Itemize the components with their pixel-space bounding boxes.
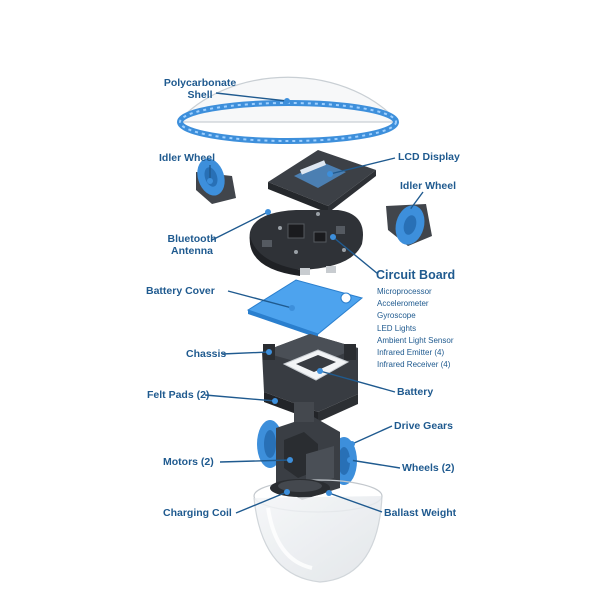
lcd-display [268,150,376,213]
component-item: Microprocessor [377,287,432,296]
label-wheels: Wheels (2) [402,462,455,474]
leader-lines [204,92,424,514]
label-motors: Motors (2) [163,456,214,468]
label-idler-wheel-right: Idler Wheel [400,180,457,192]
label-battery: Battery [397,386,434,398]
label-ballast-weight: Ballast Weight [384,507,457,519]
label-battery-cover: Battery Cover [146,285,215,297]
idler-wheel-right [386,204,432,246]
label-chassis: Chassis [186,348,227,360]
charging-coil [270,479,330,497]
label-lcd-display: LCD Display [398,151,460,163]
label-idler-wheel-left: Idler Wheel [159,152,216,164]
component-item: Ambient Light Sensor [377,335,454,345]
idler-wheel-left [196,158,236,204]
component-item: Infrared Emitter (4) [377,348,445,358]
label-circuit-board: Circuit Board [376,268,456,282]
battery-cover [246,279,364,338]
component-item: Gyroscope [377,311,416,321]
label-drive-gears: Drive Gears [394,420,453,432]
bottom-shell [253,479,383,583]
circuit-board [249,210,363,276]
label-charging-coil: Charging Coil [163,507,232,519]
label-felt-pads: Felt Pads (2) [147,389,210,401]
component-item: Infrared Receiver (4) [377,360,451,370]
circuit-board-components: Microprocessor Accelerometer Gyroscope L… [377,286,454,371]
drive-assembly [257,402,357,500]
component-item: Accelerometer [377,299,429,309]
battery [282,349,350,381]
component-item: LED Lights [377,323,417,333]
